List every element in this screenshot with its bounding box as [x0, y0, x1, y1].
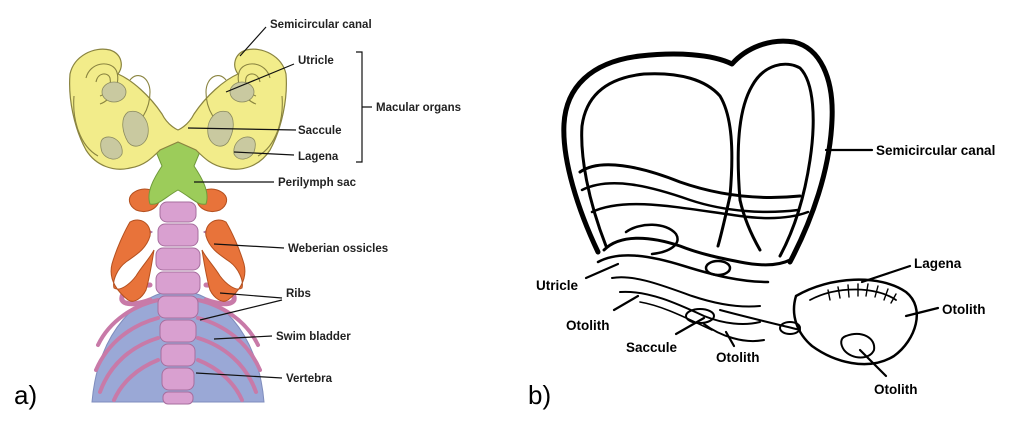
label-otolith-saccule: Otolith: [716, 350, 760, 365]
panel-a-tag: a): [14, 380, 37, 410]
panel-a: Semicircular canal Utricle Saccule Lagen…: [14, 19, 461, 410]
vertebral-column: [139, 201, 217, 405]
label-weberian-ossicles: Weberian ossicles: [288, 243, 388, 255]
panel-a-labels: Semicircular canal Utricle Saccule Lagen…: [270, 19, 461, 385]
label-utricle-b: Utricle: [536, 278, 579, 293]
perilymph-sac: [148, 141, 208, 205]
label-saccule: Saccule: [298, 125, 341, 137]
panel-a-leader-lines: [187, 26, 372, 379]
lagena-hair-cells: [827, 283, 897, 304]
panel-b: Semicircular canal Lagena Utricle Otolit…: [528, 38, 995, 410]
panel-b-labels: Semicircular canal Lagena Utricle Otolit…: [536, 143, 995, 397]
label-otolith-lower: Otolith: [874, 382, 918, 397]
label-vertebra: Vertebra: [286, 373, 333, 385]
label-utricle: Utricle: [298, 55, 334, 67]
panel-b-leader-lines: [584, 148, 940, 378]
label-semicircular-canal: Semicircular canal: [270, 19, 372, 31]
label-swim-bladder: Swim bladder: [276, 331, 351, 343]
inner-ear: [69, 48, 287, 170]
label-saccule-b: Saccule: [626, 340, 678, 355]
lagena-b: [792, 278, 919, 366]
label-otolith-lagena: Otolith: [942, 302, 986, 317]
semicircular-canals-b: [561, 38, 835, 265]
ribs: [94, 282, 262, 402]
label-macular-organs: Macular organs: [376, 102, 461, 114]
label-otolith-utricle: Otolith: [566, 318, 610, 333]
otolith-organs-b: [596, 236, 801, 342]
panel-b-tag: b): [528, 380, 551, 410]
label-lagena-b: Lagena: [914, 256, 962, 271]
label-lagena: Lagena: [298, 151, 339, 163]
label-perilymph-sac: Perilymph sac: [278, 177, 357, 189]
label-ribs: Ribs: [286, 288, 311, 300]
macular-regions: [100, 81, 256, 160]
label-semicircular-canal-b: Semicircular canal: [876, 143, 995, 158]
